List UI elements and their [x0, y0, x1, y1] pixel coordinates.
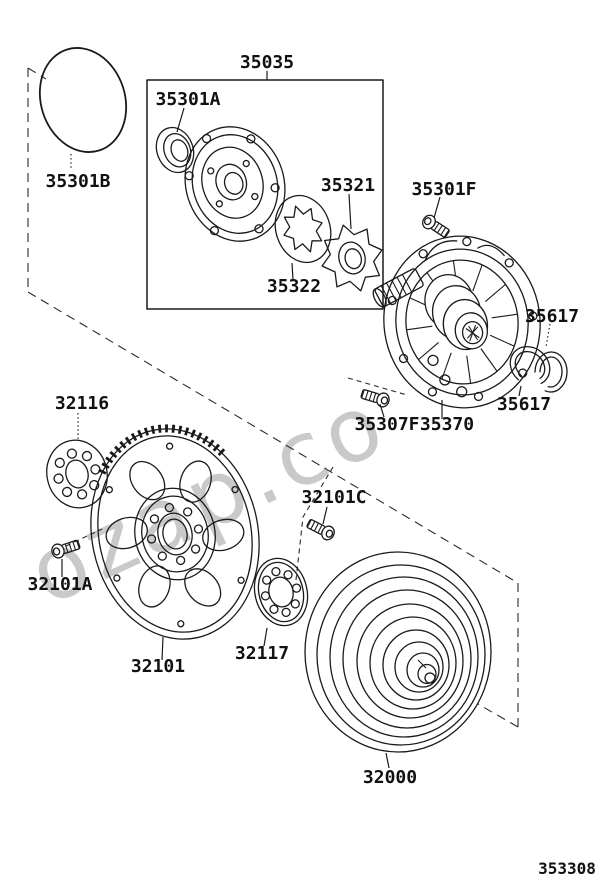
- drive-gear-drawing: [321, 224, 383, 292]
- part-label-32101A: 32101A: [27, 574, 92, 595]
- snap-ring-right-drawing: [534, 351, 568, 393]
- bolt-32101C-axis-line: [295, 466, 334, 581]
- part-label-32000: 32000: [363, 767, 417, 788]
- bolt-35301F-drawing: [419, 212, 452, 241]
- rear-spacer-drawing: [253, 557, 309, 627]
- torque-converter-drawing: [304, 551, 492, 753]
- part-label-35035: 35035: [240, 52, 294, 73]
- oil-pump-drawing: [383, 235, 541, 409]
- leader-lines: [61, 71, 551, 769]
- part-label-35370: 35370: [420, 414, 474, 435]
- part-label-35307F: 35307F: [354, 414, 419, 435]
- part-label-35301F: 35301F: [411, 179, 476, 200]
- pump-kit-box: [146, 79, 384, 310]
- part-label-35617-lower: 35617: [497, 394, 551, 415]
- assembly-plane-guides: [27, 67, 519, 728]
- oil-seal-drawing: [155, 126, 195, 174]
- driven-gear-drawing: [274, 194, 332, 264]
- drive-plate-drawing: [90, 424, 260, 640]
- part-label-32101C: 32101C: [301, 487, 366, 508]
- bolt-35307F-axis-line: [347, 377, 408, 396]
- part-label-32117: 32117: [235, 643, 289, 664]
- part-label-35301A: 35301A: [155, 89, 220, 110]
- pump-body-drawing: [184, 126, 286, 242]
- part-label-32116: 32116: [55, 393, 109, 414]
- part-label-35617-upper: 35617: [525, 306, 579, 327]
- part-label-35321: 35321: [321, 175, 375, 196]
- part-label-35301B: 35301B: [45, 171, 110, 192]
- bolt-32101A-axis-line: [65, 528, 103, 547]
- snap-ring-left-drawing: [509, 345, 551, 387]
- part-label-32101: 32101: [131, 656, 185, 677]
- o-ring-drawing: [38, 47, 128, 153]
- bolt-32101C-drawing: [304, 516, 338, 543]
- front-spacer-drawing: [46, 439, 108, 509]
- figure-number: 353308: [538, 859, 596, 877]
- part-label-35322: 35322: [267, 276, 321, 297]
